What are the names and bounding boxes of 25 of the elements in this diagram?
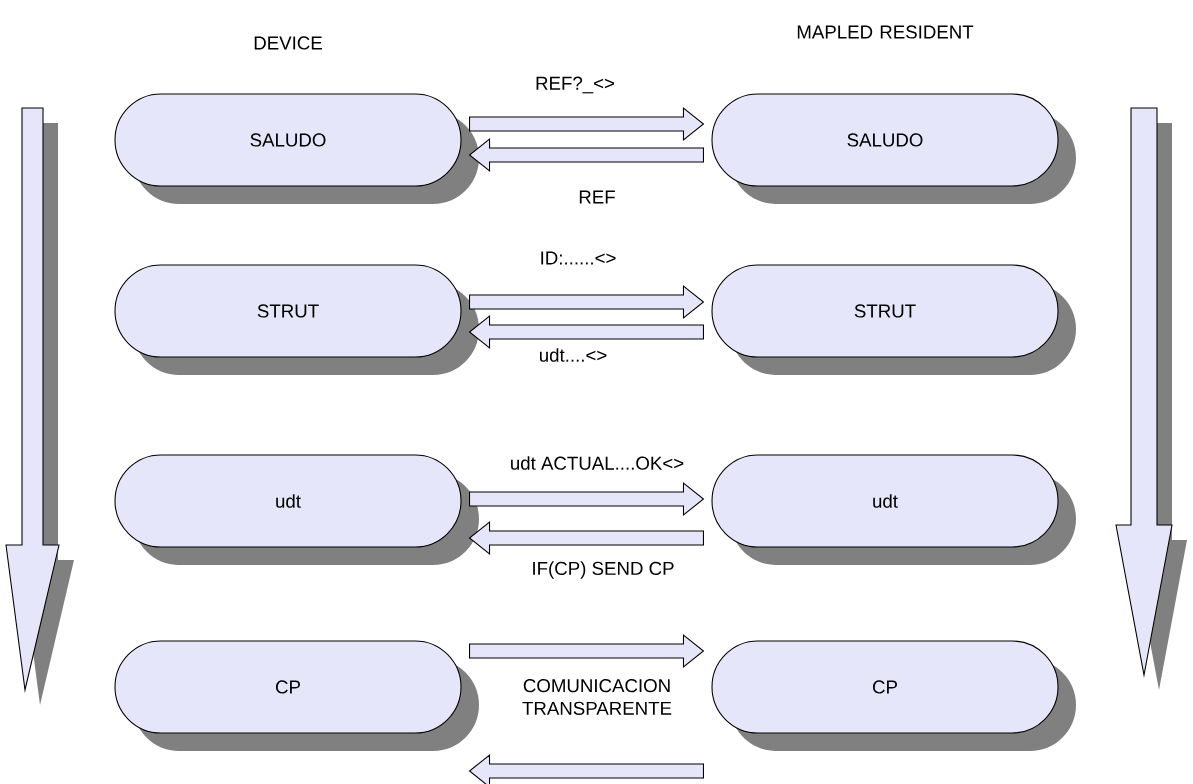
edge-label: ID:......<> <box>538 250 618 266</box>
process-pill: STRUT <box>711 264 1076 375</box>
edge-label: REF <box>577 189 617 205</box>
process-pill: udt <box>114 454 479 565</box>
process-pill: CP <box>711 640 1076 751</box>
edge-label: REF?_<> <box>533 75 617 95</box>
edge-label: udt ACTUAL....OK<> <box>508 454 686 472</box>
process-pill: CP <box>114 640 479 751</box>
block-arrow <box>468 520 704 556</box>
block-arrow <box>468 137 704 173</box>
message-label: COMUNICACION TRANSPARENTE <box>522 679 672 715</box>
process-pill: SALUDO <box>114 93 479 204</box>
block-arrow <box>469 633 705 669</box>
column-heading: MAPLED RESIDENT <box>797 25 974 39</box>
block-arrow <box>469 284 705 320</box>
column-heading: DEVICE <box>254 36 322 50</box>
block-arrow <box>469 106 705 142</box>
block-arrow <box>468 753 704 784</box>
process-pill: STRUT <box>114 264 479 375</box>
block-arrow <box>468 314 704 350</box>
process-pill: SALUDO <box>711 93 1076 204</box>
process-pill: udt <box>711 454 1076 565</box>
block-arrow <box>469 481 705 517</box>
edge-label: udt....<> <box>537 346 609 364</box>
edge-label: IF(CP) SEND CP <box>530 559 676 580</box>
